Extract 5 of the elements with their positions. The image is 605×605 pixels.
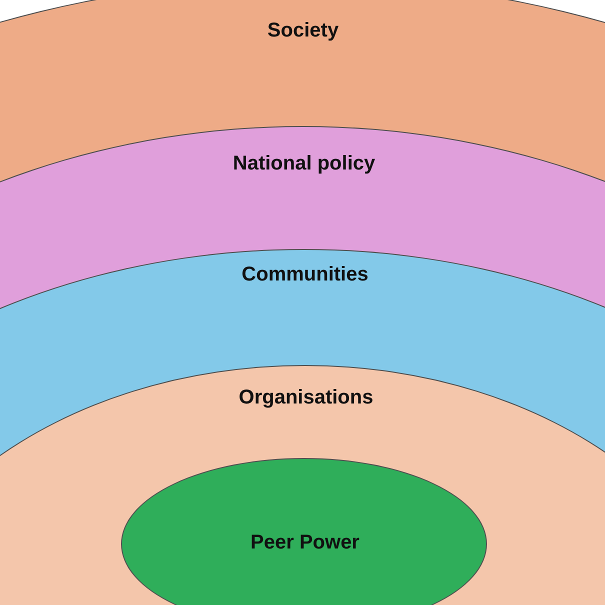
band-label: Peer Power <box>250 532 360 554</box>
band-label: National policy <box>232 152 376 176</box>
band-label: Society <box>267 20 339 42</box>
band-label: Organisations <box>238 386 374 410</box>
band-label: Communities <box>242 264 368 286</box>
